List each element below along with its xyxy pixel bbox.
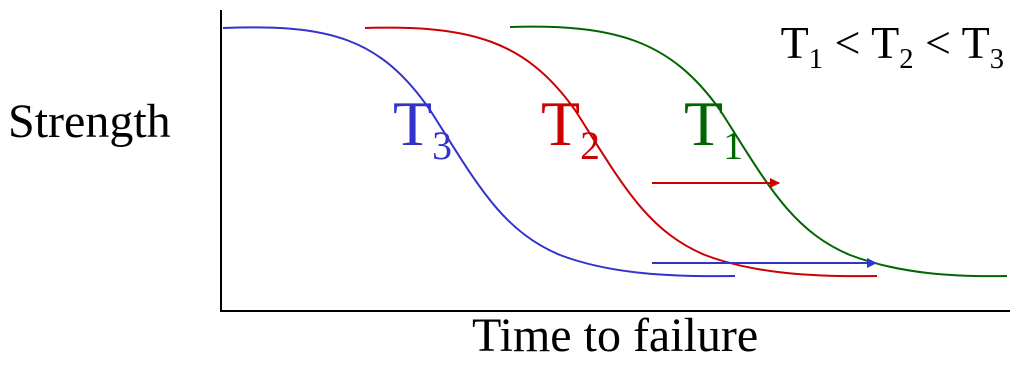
curve-label-t3-main: T [393, 88, 433, 159]
curve-label-t2-main: T [541, 88, 581, 159]
curve-t2 [364, 26, 878, 278]
y-axis-label: Strength [8, 95, 171, 148]
rel-lt-1: < [823, 17, 872, 68]
x-axis-label: Time to failure [472, 309, 759, 362]
temperature-relation: T1 < T2 < T3 [781, 20, 1004, 74]
curve-label-t3-sub: 3 [432, 123, 452, 168]
rel-t2: T [871, 17, 900, 68]
rel-t1-sub: 1 [808, 43, 823, 75]
axes [220, 10, 1010, 312]
rel-t2-sub: 2 [899, 43, 914, 75]
curve-label-t1: T1 [684, 92, 743, 167]
rel-t1: T [780, 17, 809, 68]
curve-t3 [222, 26, 736, 278]
curve-label-t3: T3 [393, 92, 452, 167]
curve-label-t1-main: T [684, 88, 724, 159]
rel-t3: T [961, 17, 990, 68]
rel-t3-sub: 3 [989, 43, 1004, 75]
curve-t1 [509, 25, 1008, 278]
curve-label-t2: T2 [541, 92, 600, 167]
curve-label-t2-sub: 2 [580, 123, 600, 168]
curve-label-t1-sub: 1 [723, 123, 743, 168]
rel-lt-2: < [913, 17, 962, 68]
